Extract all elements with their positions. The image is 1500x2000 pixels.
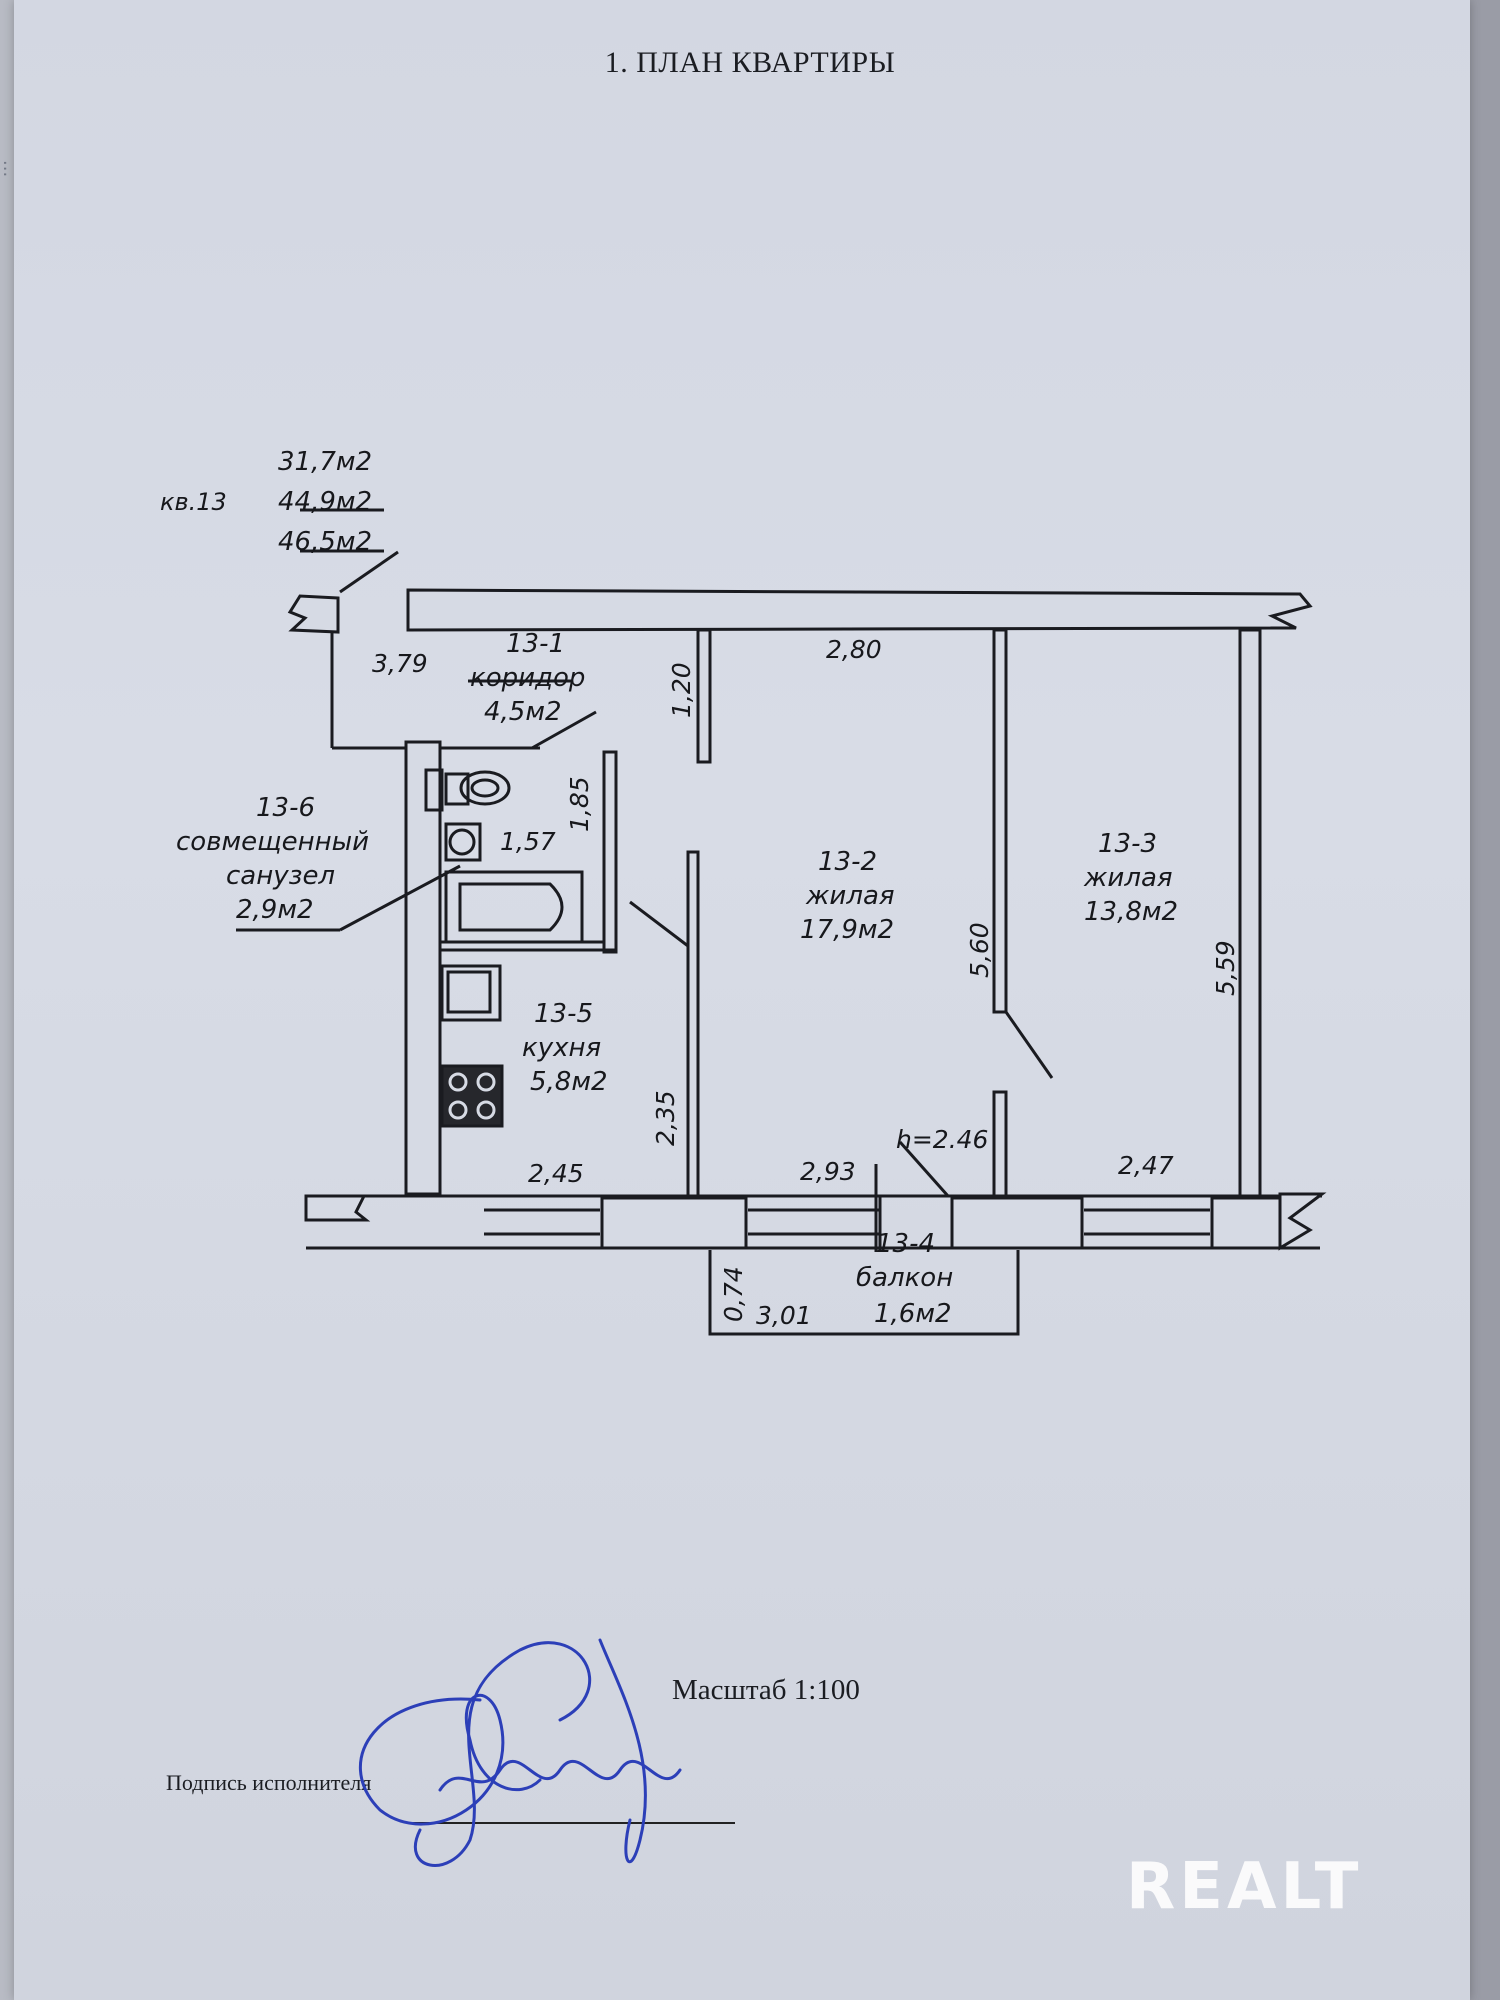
dimension-3-01: 3,01 bbox=[756, 1301, 812, 1330]
realt-watermark: REALT bbox=[1126, 1850, 1363, 1924]
floor-plan-sheet bbox=[14, 0, 1470, 2000]
scale-label: Масштаб 1:100 bbox=[672, 1674, 860, 1706]
dimension-3-79: 3,79 bbox=[372, 649, 428, 678]
apartment-number: кв.13 bbox=[160, 488, 227, 516]
room-13-6-name-line1: совмещенный bbox=[176, 827, 369, 857]
dimension-1-85: 1,85 bbox=[565, 776, 594, 832]
room-13-3-area: 13,8м2 bbox=[1084, 897, 1178, 927]
room-13-6-code: 13-6 bbox=[256, 793, 315, 823]
dimension-0-74: 0,74 bbox=[719, 1266, 748, 1322]
dimension-2-93: 2,93 bbox=[800, 1157, 856, 1186]
room-13-1-area: 4,5м2 bbox=[484, 697, 562, 727]
document-title: 1. ПЛАН КВАРТИРЫ bbox=[604, 46, 896, 79]
dimension-1-57: 1,57 bbox=[500, 827, 556, 856]
room-13-4-name: балкон bbox=[856, 1263, 953, 1293]
signature-label: Подпись исполнителя bbox=[166, 1770, 372, 1795]
apartment-area-living: 31,7м2 bbox=[278, 447, 372, 477]
room-13-6-name-line2: санузел bbox=[226, 861, 335, 891]
room-13-2-code: 13-2 bbox=[818, 847, 877, 877]
room-13-3-name: жилая bbox=[1083, 863, 1173, 893]
dimension-2-80: 2,80 bbox=[826, 635, 882, 664]
room-13-1-code: 13-1 bbox=[506, 629, 565, 659]
room-13-2-area: 17,9м2 bbox=[800, 915, 894, 945]
apartment-area-gross: 46,5м2 bbox=[278, 527, 372, 557]
signature-line bbox=[410, 1822, 735, 1824]
room-13-5-code: 13-5 bbox=[534, 999, 593, 1029]
dimension-2-35: 2,35 bbox=[651, 1090, 680, 1146]
room-13-6-area: 2,9м2 bbox=[236, 895, 314, 925]
dimension-5-60: 5,60 bbox=[965, 922, 994, 978]
apartment-area-total: 44,9м2 bbox=[278, 487, 372, 517]
room-13-3-code: 13-3 bbox=[1098, 829, 1157, 859]
dimension-height: h=2.46 bbox=[896, 1125, 988, 1154]
room-13-2-name: жилая bbox=[805, 881, 895, 911]
dimension-1-20: 1,20 bbox=[667, 662, 696, 718]
dimension-2-47: 2,47 bbox=[1118, 1151, 1174, 1180]
room-13-4-area: 1,6м2 bbox=[874, 1299, 952, 1329]
room-13-4-code: 13-4 bbox=[876, 1229, 935, 1259]
dimension-5-59: 5,59 bbox=[1211, 940, 1240, 996]
room-13-5-name: кухня bbox=[522, 1033, 601, 1063]
room-13-1-name: коридор bbox=[470, 663, 585, 693]
room-13-5-area: 5,8м2 bbox=[530, 1067, 608, 1097]
dimension-2-45: 2,45 bbox=[528, 1159, 584, 1188]
